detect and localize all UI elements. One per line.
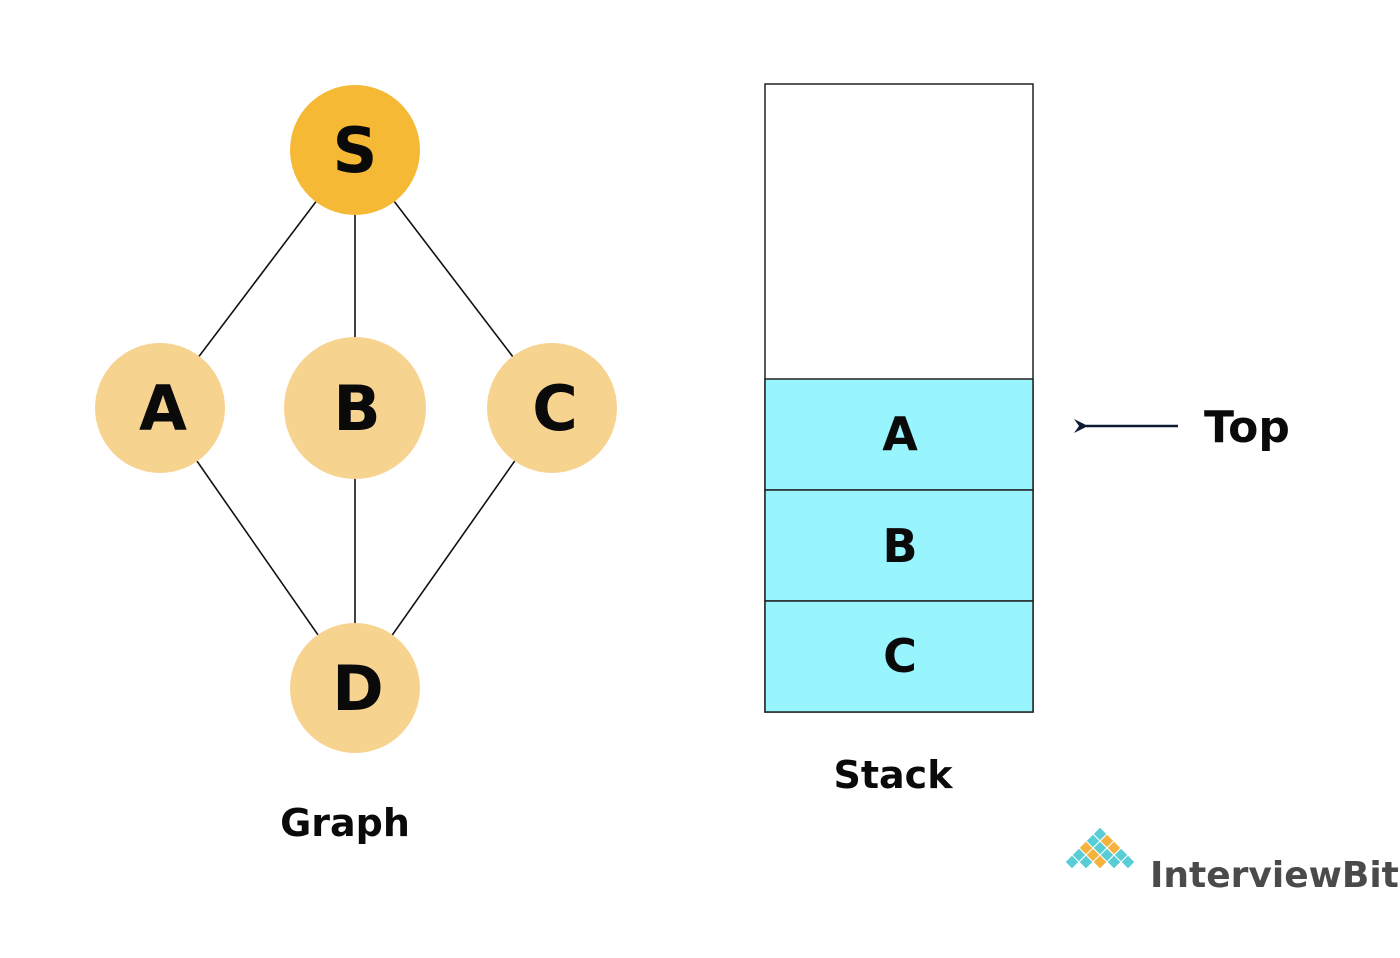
stack-cell-1 bbox=[764, 489, 1034, 602]
top-label: Top bbox=[1204, 402, 1290, 453]
node-label-b: B bbox=[333, 372, 380, 445]
node-label-a: A bbox=[139, 372, 187, 445]
node-circle-s bbox=[290, 85, 420, 215]
logo-diamond bbox=[1078, 854, 1094, 870]
brand-name: InterviewBit bbox=[1150, 855, 1399, 896]
stack-cell-label-2: C bbox=[883, 629, 917, 683]
node-circle-d bbox=[290, 623, 420, 753]
node-circle-a bbox=[95, 343, 225, 473]
node-circle-b bbox=[284, 337, 426, 479]
stack: A B C bbox=[764, 83, 1034, 713]
node-label-s: S bbox=[333, 114, 378, 187]
logo-diamond bbox=[1106, 854, 1122, 870]
node-label-d: D bbox=[332, 652, 383, 725]
node-circle-c bbox=[487, 343, 617, 473]
interviewbit-logo-icon bbox=[1064, 826, 1136, 870]
graph-node-d: D bbox=[290, 623, 420, 753]
stack-cell-label-1: B bbox=[882, 519, 917, 573]
node-label-c: C bbox=[532, 372, 578, 445]
graph-node-b: B bbox=[284, 337, 426, 479]
graph-node-a: A bbox=[95, 343, 225, 473]
logo-diamond bbox=[1120, 854, 1136, 870]
stack-cell-label-0: A bbox=[882, 407, 918, 461]
graph-node-c: C bbox=[487, 343, 617, 473]
stack-cell-2 bbox=[764, 600, 1034, 713]
graph-node-s: S bbox=[290, 85, 420, 215]
logo-diamond bbox=[1092, 854, 1108, 870]
stack-caption: Stack bbox=[834, 753, 954, 797]
logo-diamond bbox=[1064, 854, 1080, 870]
graph-caption: Graph bbox=[280, 801, 410, 845]
